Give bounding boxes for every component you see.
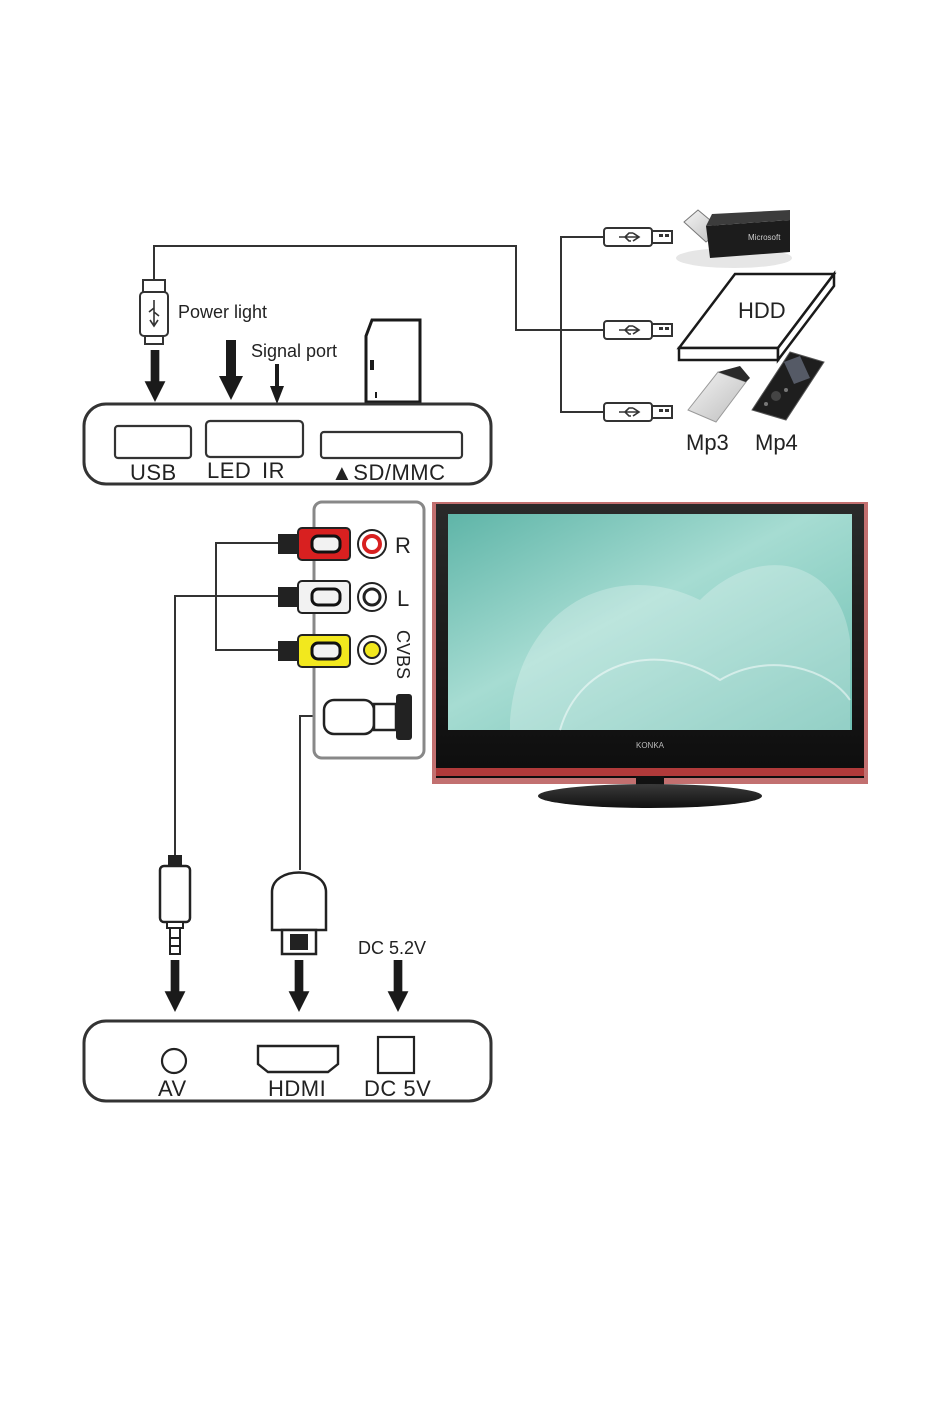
top-panel: USB LED IR ▲SD/MMC: [84, 404, 491, 485]
usb-stick-device: Microsoft: [676, 210, 792, 268]
usb-port-label: USB: [130, 460, 177, 485]
av-jack-plug: [160, 855, 190, 954]
usb-arrow: [145, 350, 166, 402]
jack-l-label: L: [397, 586, 409, 611]
dc-port[interactable]: [378, 1037, 414, 1073]
usb-plug-stick: [604, 228, 672, 246]
usb-cable-plug: [140, 280, 168, 344]
hdd-label: HDD: [738, 298, 786, 323]
rca-plug-yellow: [278, 635, 386, 667]
mp3-device: Mp3: [686, 366, 750, 455]
hdmi-port-label: HDMI: [268, 1076, 326, 1101]
usb-plug-hdd: [604, 321, 672, 339]
hdmi-cable-plug: [272, 873, 326, 955]
sd-card: [366, 320, 420, 402]
sd-mmc-label: ▲SD/MMC: [331, 460, 446, 485]
jack-cvbs-label: CVBS: [393, 630, 413, 679]
ir-label: IR: [262, 458, 285, 483]
mp4-device: Mp4: [752, 352, 824, 455]
usb-stick-brand: Microsoft: [748, 233, 781, 242]
mp3-label: Mp3: [686, 430, 729, 455]
usb-plug-mp3: [604, 403, 672, 421]
led-label: LED: [207, 458, 251, 483]
rca-plug-red: [278, 528, 386, 560]
signal-port-arrow: [270, 364, 284, 404]
tv-brand-label: KONKA: [636, 741, 665, 750]
power-light-arrow: [219, 340, 243, 400]
dc-input-label: DC 5.2V: [358, 938, 426, 958]
hdmi-plug-panel: [324, 694, 412, 740]
signal-port-label: Signal port: [251, 341, 337, 361]
av-port-label: AV: [158, 1076, 187, 1101]
hdmi-arrow: [289, 960, 310, 1012]
av-arrow: [165, 960, 186, 1012]
led-ir-window: [206, 421, 303, 457]
rca-plug-white: [278, 581, 386, 613]
sd-mmc-slot[interactable]: [321, 432, 462, 458]
hdmi-port[interactable]: [258, 1046, 338, 1072]
av-port[interactable]: [162, 1049, 186, 1073]
power-light-label: Power light: [178, 302, 267, 322]
hdd-device: HDD: [679, 274, 834, 360]
dc-arrow: [388, 960, 409, 1012]
usb-port[interactable]: [115, 426, 191, 458]
mp4-label: Mp4: [755, 430, 798, 455]
bottom-panel: AV HDMI DC 5V: [84, 1021, 491, 1101]
tv-illustration: KONKA: [432, 502, 868, 808]
jack-r-label: R: [395, 533, 411, 558]
dc-port-label: DC 5V: [364, 1076, 431, 1101]
